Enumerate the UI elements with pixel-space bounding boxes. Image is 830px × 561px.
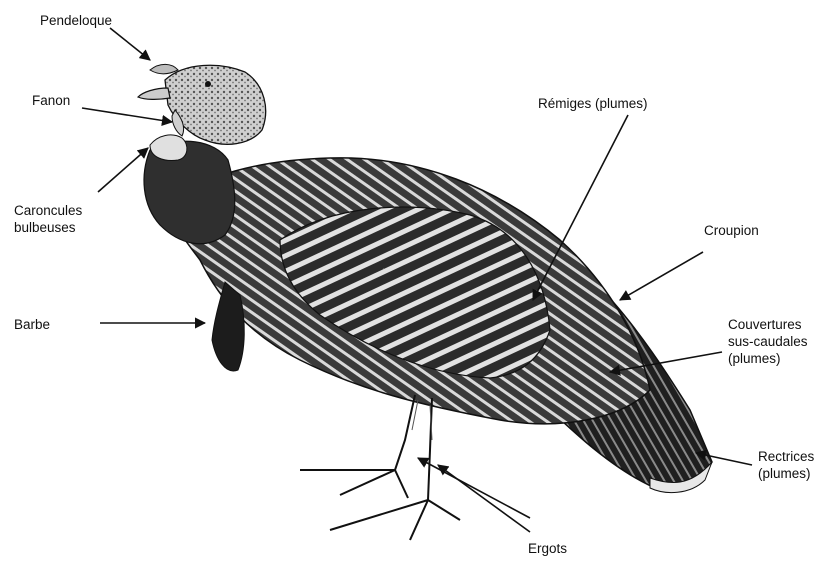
label-pendeloque: Pendeloque [40, 12, 112, 29]
arrow-ergots-2 [438, 465, 530, 532]
label-couvertures: Couvertures sus-caudales (plumes) [728, 316, 808, 367]
label-fanon: Fanon [32, 92, 70, 109]
arrow-ergots-1 [418, 458, 530, 518]
beard-shape [212, 282, 244, 371]
eye-shape [205, 81, 211, 87]
label-rectrices-line1: Rectrices [758, 448, 814, 465]
arrow-pendeloque [110, 28, 150, 60]
snood-shape [150, 64, 178, 73]
label-couvertures-line2: sus-caudales [728, 333, 808, 350]
turkey-illustration [138, 64, 712, 540]
arrow-caroncules [98, 148, 148, 192]
label-barbe: Barbe [14, 316, 50, 333]
label-caroncules-line1: Caroncules [14, 202, 82, 219]
label-croupion: Croupion [704, 222, 759, 239]
label-ergots: Ergots [528, 540, 567, 557]
label-couvertures-line1: Couvertures [728, 316, 808, 333]
label-rectrices-line2: (plumes) [758, 465, 814, 482]
label-remiges: Rémiges (plumes) [538, 95, 648, 112]
label-rectrices: Rectrices (plumes) [758, 448, 814, 482]
label-couvertures-line3: (plumes) [728, 350, 808, 367]
caruncles-shape [150, 135, 187, 161]
arrow-croupion [620, 252, 703, 300]
beak-shape [138, 88, 170, 99]
label-caroncules-line2: bulbeuses [14, 219, 82, 236]
label-caroncules: Caroncules bulbeuses [14, 202, 82, 236]
arrow-fanon [82, 108, 172, 122]
